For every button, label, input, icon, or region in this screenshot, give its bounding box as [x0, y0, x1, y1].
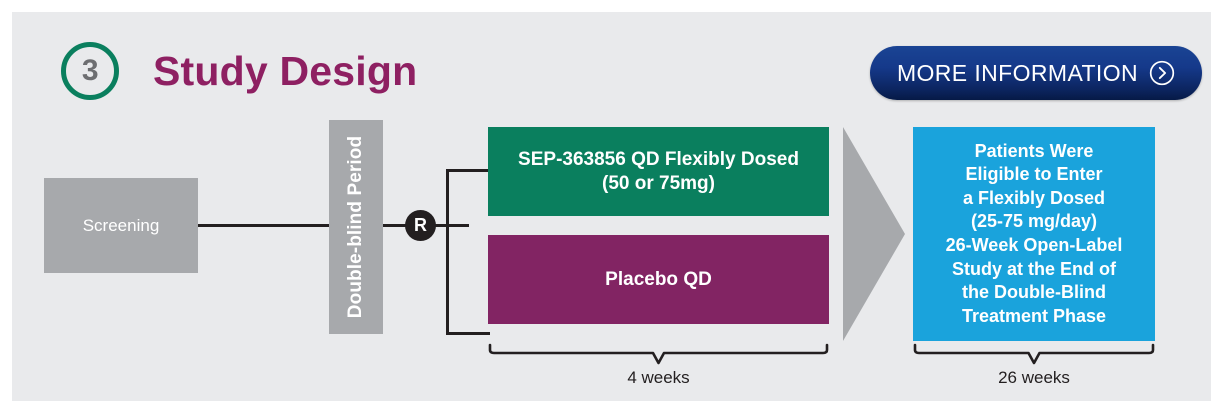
double-blind-period-label: Double-blind Period	[345, 135, 367, 319]
active-arm-text: SEP-363856 QD Flexibly Dosed (50 or 75mg…	[518, 148, 799, 196]
active-arm-line2: (50 or 75mg)	[602, 172, 715, 194]
slide-panel: 3 Study Design MORE INFORMATION Screenin…	[12, 12, 1211, 401]
active-arm-box: SEP-363856 QD Flexibly Dosed (50 or 75mg…	[488, 127, 829, 216]
connector-split-vertical	[446, 169, 449, 335]
page-title: Study Design	[153, 48, 418, 94]
connector-dbp-to-randomization	[383, 224, 407, 227]
connector-screening-to-dbp	[198, 224, 329, 227]
placebo-arm-line1: Placebo QD	[605, 268, 712, 290]
more-information-button[interactable]: MORE INFORMATION	[870, 46, 1202, 100]
randomization-label: R	[414, 215, 427, 235]
arrow-right-icon	[843, 127, 905, 341]
open-label-text: Patients Were Eligible to Enter a Flexib…	[946, 140, 1123, 329]
duration-bracket-4-weeks	[488, 343, 829, 365]
step-number-label: 3	[81, 54, 99, 87]
open-label-line-7: the Double-Blind	[962, 282, 1106, 303]
chevron-right-circle-icon	[1149, 60, 1175, 86]
duration-bracket-26-weeks	[913, 343, 1155, 365]
randomization-node: R	[405, 210, 436, 241]
slide-header: 3 Study Design MORE INFORMATION	[12, 12, 1211, 116]
open-label-line-1: Patients Were	[974, 140, 1094, 161]
screening-box: Screening	[44, 178, 198, 273]
more-information-label: MORE INFORMATION	[896, 59, 1139, 86]
step-number-badge: 3	[61, 42, 119, 100]
open-label-line-4: (25-75 mg/day)	[970, 211, 1098, 232]
open-label-line-5: 26-Week Open-Label	[945, 235, 1123, 255]
placebo-arm-box: Placebo QD	[488, 235, 829, 324]
open-label-line-8: Treatment Phase	[961, 305, 1107, 326]
double-blind-period-box: Double-blind Period	[329, 120, 383, 334]
active-arm-line1: SEP-363856 QD Flexibly Dosed	[518, 148, 799, 170]
open-label-line-2: Eligible to Enter	[965, 164, 1103, 185]
open-label-line-3: a Flexibly Dosed	[962, 187, 1106, 208]
open-label-box: Patients Were Eligible to Enter a Flexib…	[913, 127, 1155, 341]
duration-label-4-weeks: 4 weeks	[627, 368, 690, 387]
connector-split-to-active-arm	[446, 169, 490, 172]
duration-label-26-weeks: 26 weeks	[998, 368, 1070, 387]
screening-label: Screening	[82, 215, 160, 235]
study-design-diagram: Screening Double-blind Period R SEP-3638…	[12, 116, 1211, 401]
connector-randomization-to-split	[433, 224, 469, 227]
open-label-line-6: Study at the End of	[951, 258, 1116, 279]
connector-split-to-placebo-arm	[446, 332, 490, 335]
